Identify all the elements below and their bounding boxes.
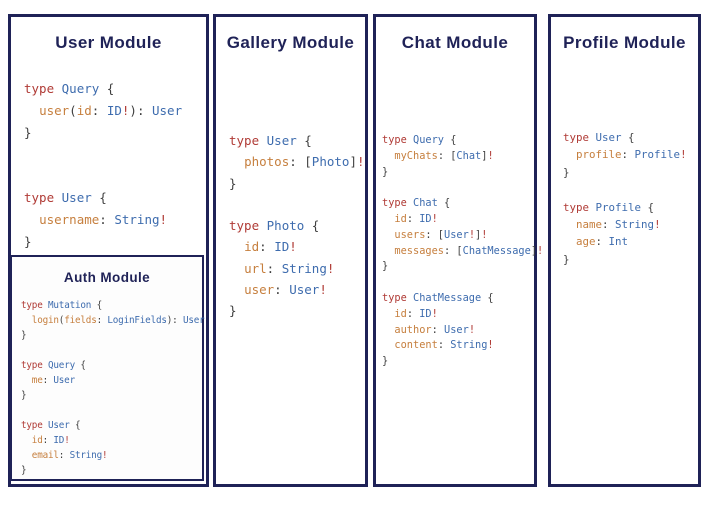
module-card-chat: Chat Module type Query { myChats: [Chat]… [373,14,543,487]
module-title-profile: Profile Module [563,33,686,52]
module-title-auth: Auth Module [63,270,151,285]
module-card-profile: Profile Module type User { profile: Prof… [548,14,701,487]
module-title-chat: Chat Module [401,33,509,52]
module-card-user: User Module type Query { user(id: ID!): … [8,14,209,487]
schema-code-user: type Query { user(id: ID!): User} type U… [24,81,183,249]
schema-code-profile: type User { profile: Profile!} type Prof… [563,131,687,266]
schema-code-chat: type Query { myChats: [Chat]!} type Chat… [382,134,544,368]
module-title-gallery: Gallery Module [226,33,355,52]
module-card-auth: Auth Module type Mutation { login(fields… [10,255,205,481]
module-title-user: User Module [55,33,162,52]
schema-code-auth: type Mutation { login(fields: LoginField… [21,300,205,476]
schema-code-gallery: type User { photos: [Photo]!} type Photo… [229,133,365,319]
module-card-gallery: Gallery Module type User { photos: [Phot… [213,14,368,487]
